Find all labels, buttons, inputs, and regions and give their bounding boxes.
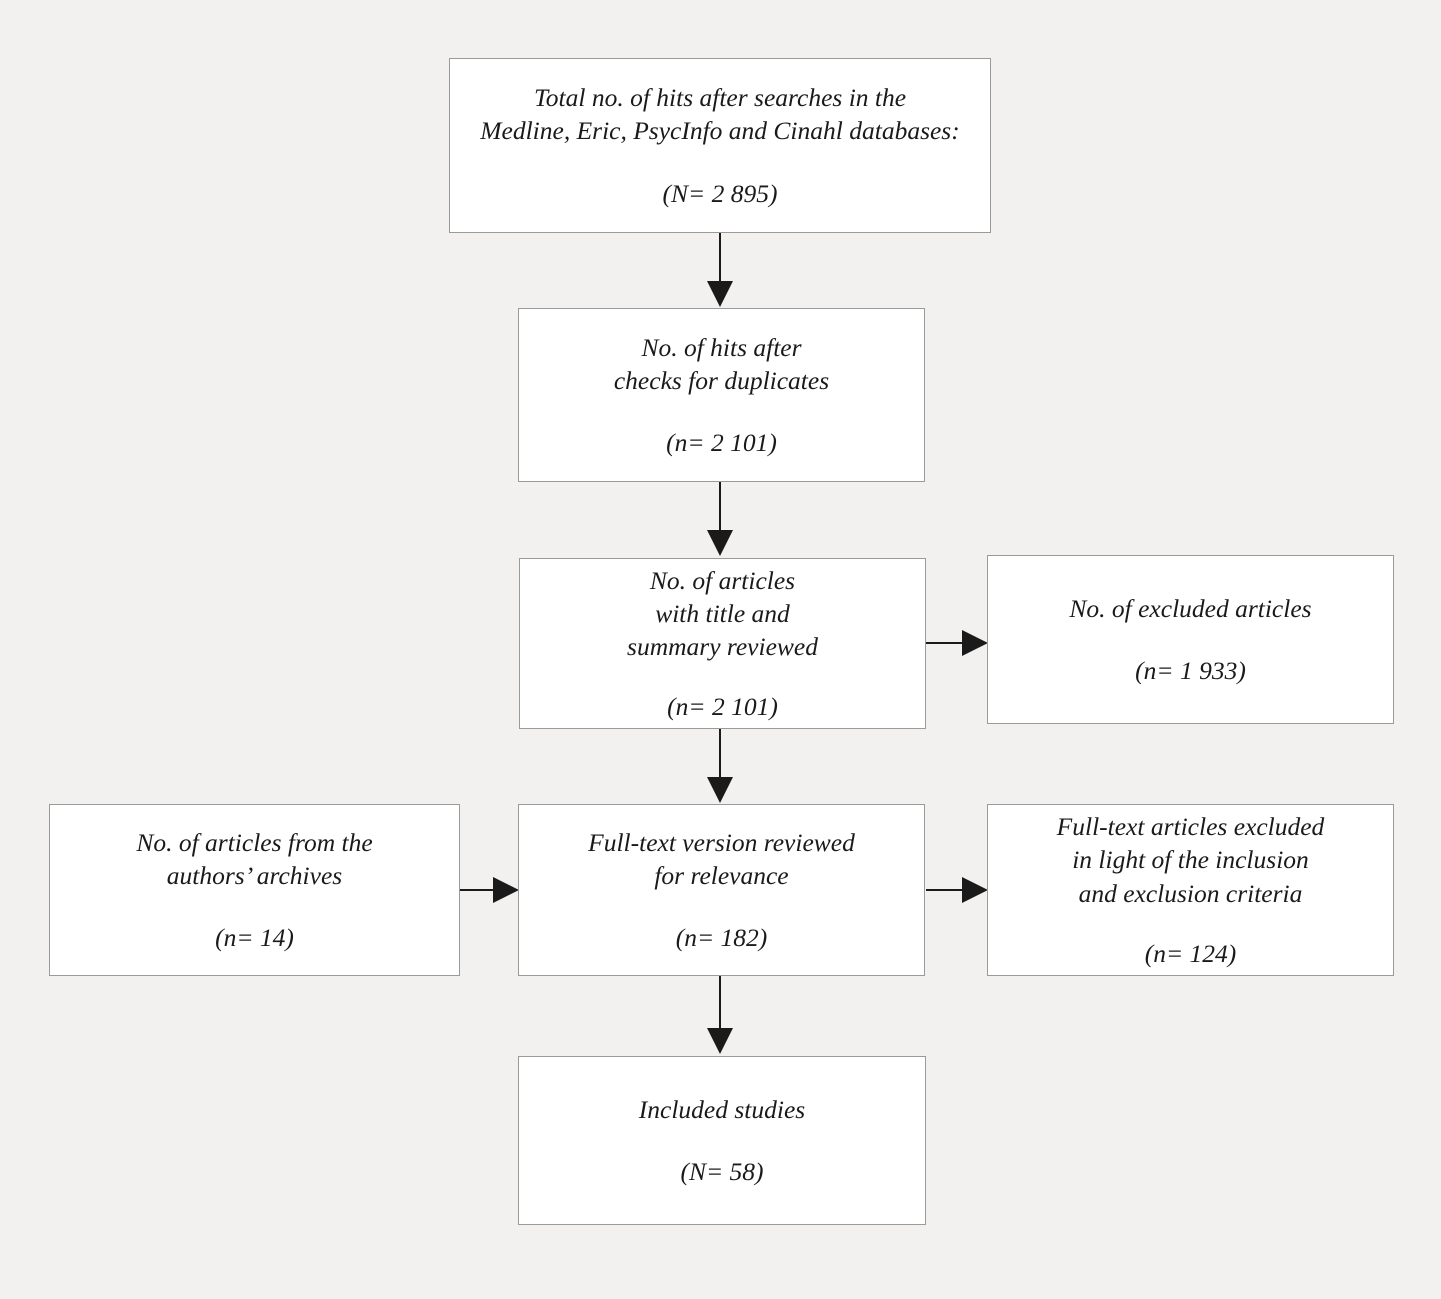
node-fulltext-excluded-count: (n= 124) (1144, 938, 1237, 968)
node-excluded-articles-count: (n= 1 933) (1135, 656, 1246, 686)
node-fulltext-excluded: Full-text articles excluded in light of … (987, 804, 1394, 976)
arrowhead-down-icon (707, 281, 733, 307)
arrowhead-right-icon (493, 877, 519, 903)
node-title-summary-reviewed: No. of articles with title and summary r… (519, 558, 926, 729)
arrowhead-down-icon (707, 530, 733, 556)
node-authors-archives: No. of articles from the authors’ archiv… (49, 804, 460, 976)
node-authors-archives-count: (n= 14) (215, 923, 294, 953)
node-after-duplicates: No. of hits after checks for duplicates … (518, 308, 925, 482)
node-search-hits-count: (N= 2 895) (662, 178, 778, 208)
arrowhead-down-icon (707, 777, 733, 803)
connector-line (719, 233, 721, 283)
connector-line (719, 482, 721, 532)
connector-line (460, 889, 496, 891)
node-fulltext-reviewed-count: (n= 182) (675, 923, 768, 953)
node-fulltext-excluded-label: Full-text articles excluded in light of … (1056, 812, 1325, 908)
node-search-hits: Total no. of hits after searches in the … (449, 58, 991, 233)
node-fulltext-reviewed: Full-text version reviewed for relevance… (518, 804, 925, 976)
connector-line (926, 889, 964, 891)
arrowhead-down-icon (707, 1028, 733, 1054)
node-after-duplicates-count: (n= 2 101) (666, 428, 777, 458)
connector-line (926, 642, 964, 644)
arrowhead-right-icon (962, 877, 988, 903)
node-search-hits-label: Total no. of hits after searches in the … (480, 83, 960, 146)
node-title-summary-reviewed-label: No. of articles with title and summary r… (627, 565, 818, 662)
arrowhead-right-icon (962, 630, 988, 656)
node-authors-archives-label: No. of articles from the authors’ archiv… (136, 827, 373, 890)
node-excluded-articles-label: No. of excluded articles (1069, 593, 1312, 623)
node-included-studies-label: Included studies (638, 1094, 806, 1124)
connector-line (719, 976, 721, 1030)
node-included-studies: Included studies (N= 58) (518, 1056, 926, 1225)
connector-line (719, 729, 721, 778)
node-after-duplicates-label: No. of hits after checks for duplicates (613, 332, 830, 395)
node-excluded-articles: No. of excluded articles (n= 1 933) (987, 555, 1394, 724)
node-fulltext-reviewed-label: Full-text version reviewed for relevance (588, 827, 855, 890)
node-included-studies-count: (N= 58) (680, 1157, 764, 1187)
node-title-summary-reviewed-count: (n= 2 101) (667, 692, 778, 722)
